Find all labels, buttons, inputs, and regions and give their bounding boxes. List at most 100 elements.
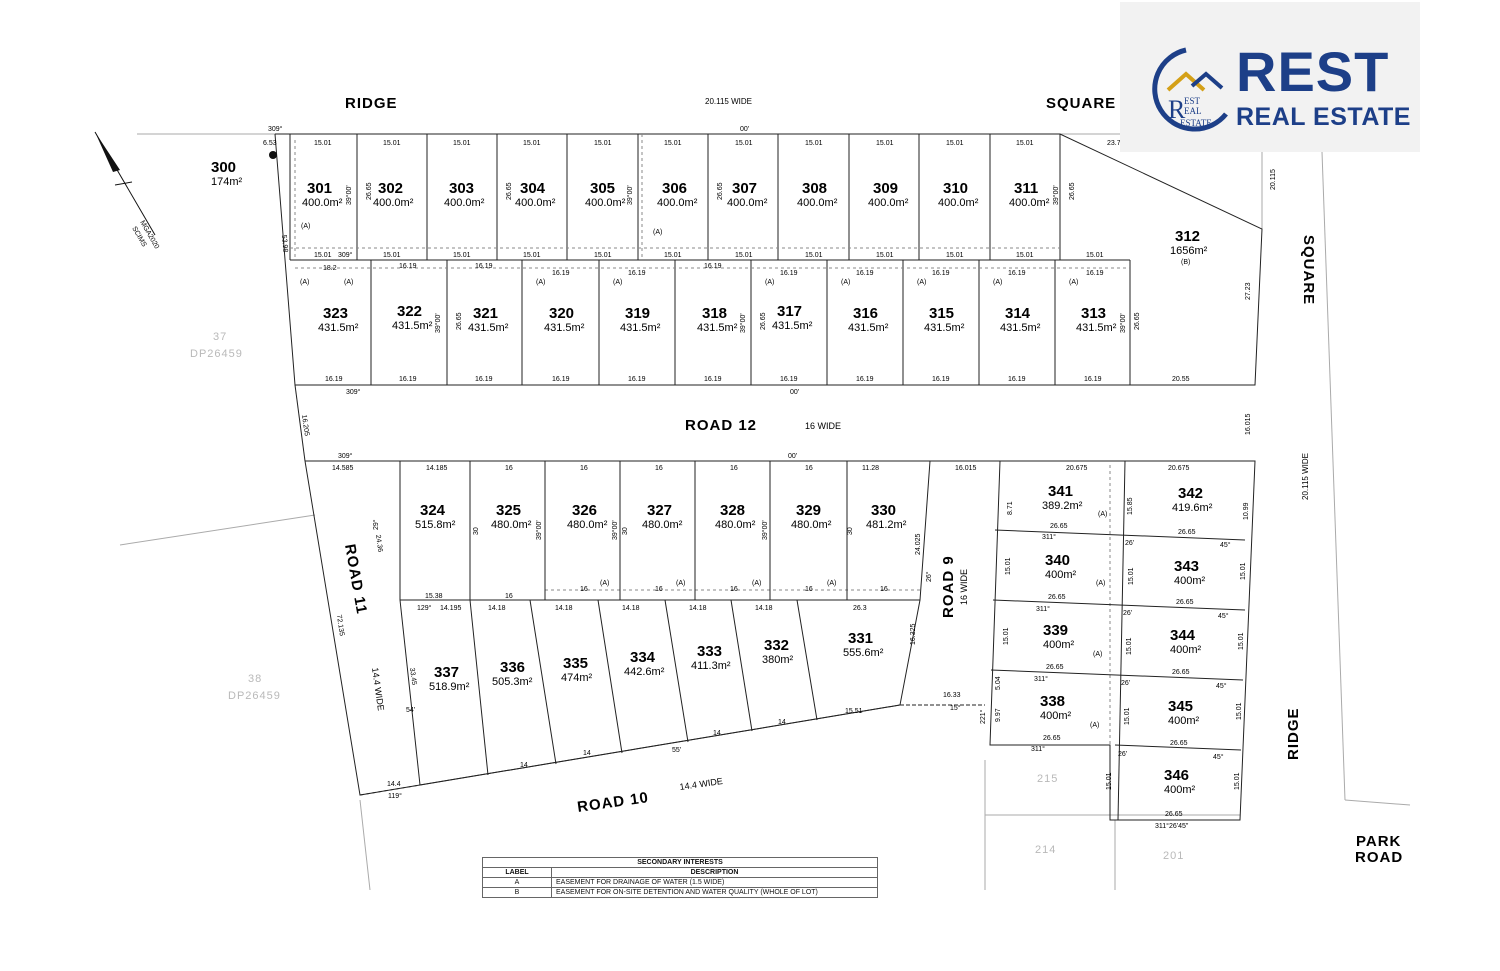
dim-text: 16.19 (475, 263, 493, 270)
dim-text: 14.4 (387, 781, 401, 788)
road-top-width: 20.115 WIDE (705, 97, 752, 106)
lot-area: 400m² (1164, 784, 1196, 796)
dim-text: 15.01 (1240, 562, 1247, 580)
lot-300-number: 300 (211, 159, 236, 176)
dim-text: 15.01 (876, 252, 894, 259)
dim-text: 16.19 (628, 270, 646, 277)
lot-number: 304 (520, 180, 546, 197)
dim-text: 26.65 (366, 182, 373, 200)
lot-area: 400m² (1170, 644, 1202, 656)
easement-a: (A) (1096, 580, 1105, 587)
dim-text: 15.01 (735, 252, 753, 259)
dim-text: 26.65 (1046, 664, 1064, 671)
road-12: ROAD 12 (685, 417, 757, 434)
lot-area: 400m² (1045, 569, 1077, 581)
dim-text: 311° (1031, 745, 1045, 753)
dim-text: 15.01 (1236, 702, 1243, 720)
lot-number: 317 (777, 303, 802, 320)
dim-text: 15.01 (314, 252, 332, 259)
dim-text: 26.65 (717, 182, 724, 200)
lot-number: 326 (572, 502, 597, 519)
dim-text: 72.135 (335, 614, 345, 636)
dim-text: 16.19 (399, 263, 417, 270)
lot-area: 400.0m² (727, 197, 768, 209)
dim-text: 24.36 (374, 534, 383, 552)
dim-text: 309° (346, 388, 361, 396)
dim-text: 15.01 (946, 140, 964, 147)
brand-emblem: R EST EAL ESTATE (1152, 47, 1228, 132)
dim-text: 26' (1123, 610, 1132, 617)
lot-number: 316 (853, 305, 878, 322)
road-park-2: ROAD (1355, 849, 1403, 866)
dim-text: 20.675 (1168, 465, 1190, 472)
dim-text: 311° (1042, 533, 1056, 541)
dim-text: 16 (730, 586, 738, 593)
lot-number: 314 (1005, 305, 1031, 322)
easement-a: (A) (344, 279, 353, 286)
easement-a: (A) (993, 279, 1002, 286)
lot-number: 331 (848, 630, 873, 647)
lot-area: 431.5m² (620, 322, 661, 334)
dim-text: 309° (338, 452, 353, 460)
easement-a: (A) (917, 279, 926, 286)
dim-text: 26' (1118, 751, 1127, 758)
dim-text: 14.18 (555, 605, 573, 612)
dim-text: 10.99 (1243, 502, 1250, 520)
lot-area: 400.0m² (585, 197, 626, 209)
easement-markers: (A) (A) (A) (A) (A) (A) (A) (A) (A) (A) … (300, 223, 1107, 729)
dim-text: 15.01 (946, 252, 964, 259)
dim-text: 30 (473, 527, 480, 535)
lot-area: 431.5m² (544, 322, 585, 334)
lot-number: 339 (1043, 622, 1068, 639)
dim-text: 309° (268, 125, 283, 133)
legend-desc: EASEMENT FOR DRAINAGE OF WATER (1.5 WIDE… (551, 877, 878, 888)
lot-area: 400.0m² (1009, 197, 1050, 209)
dim-text: 00' (790, 389, 799, 396)
dim-text: 39°00' (626, 185, 634, 205)
road-9-width: 16 WIDE (959, 569, 969, 605)
lot-number: 335 (563, 655, 588, 672)
lot-number: 345 (1168, 698, 1193, 715)
lot-area: 411.3m² (691, 660, 731, 672)
dim-text: 16.19 (399, 376, 417, 383)
lot-area: 400m² (1174, 575, 1206, 587)
dim-text: 15° (950, 704, 961, 712)
dim-text: 45° (1213, 753, 1224, 761)
dim-text: 16.19 (780, 270, 798, 277)
dim-text: 16 (880, 586, 888, 593)
neighbour-215: 215 (1037, 773, 1058, 785)
lot-area: 505.3m² (492, 676, 533, 688)
dim-text: 15.01 (594, 252, 612, 259)
road-square-right: SQUARE (1300, 235, 1317, 305)
lot-number: 333 (697, 643, 722, 660)
lot-area: 389.2m² (1042, 500, 1083, 512)
dim-text: 9.97 (995, 708, 1002, 722)
neighbour-214: 214 (1035, 844, 1056, 856)
lot-area: 400.0m² (444, 197, 485, 209)
lot-area: 431.5m² (392, 320, 433, 332)
lot-area: 1656m² (1170, 245, 1208, 257)
dim-text: 20.675 (1066, 465, 1088, 472)
dim-text: 30 (622, 527, 629, 535)
lot-area: 400.0m² (797, 197, 838, 209)
dim-text: 16 (655, 586, 663, 593)
survey-mark (269, 151, 277, 159)
dim-text: 11.28 (862, 465, 879, 472)
table-row: A EASEMENT FOR DRAINAGE OF WATER (1.5 WI… (482, 877, 878, 888)
dim-text: 16.19 (325, 376, 343, 383)
lot-number: 338 (1040, 693, 1065, 710)
dim-text: 15.01 (383, 252, 401, 259)
lot-area: 400m² (1040, 710, 1072, 722)
lot-number: 330 (871, 502, 896, 519)
dim-text: 15.01 (664, 140, 682, 147)
lot-area: 400m² (1168, 715, 1200, 727)
lot-area: 431.5m² (318, 322, 359, 334)
easement-a: (A) (1098, 511, 1107, 518)
lot-number: 312 (1175, 228, 1200, 245)
lot-area: 474m² (561, 672, 593, 684)
dim-text: 20.55 (1172, 376, 1190, 383)
lot-number: 308 (802, 180, 827, 197)
dim-text: 26.65 (1134, 312, 1141, 330)
dim-text: 18.2 (323, 265, 337, 272)
emblem-text-1: EST (1184, 96, 1201, 106)
